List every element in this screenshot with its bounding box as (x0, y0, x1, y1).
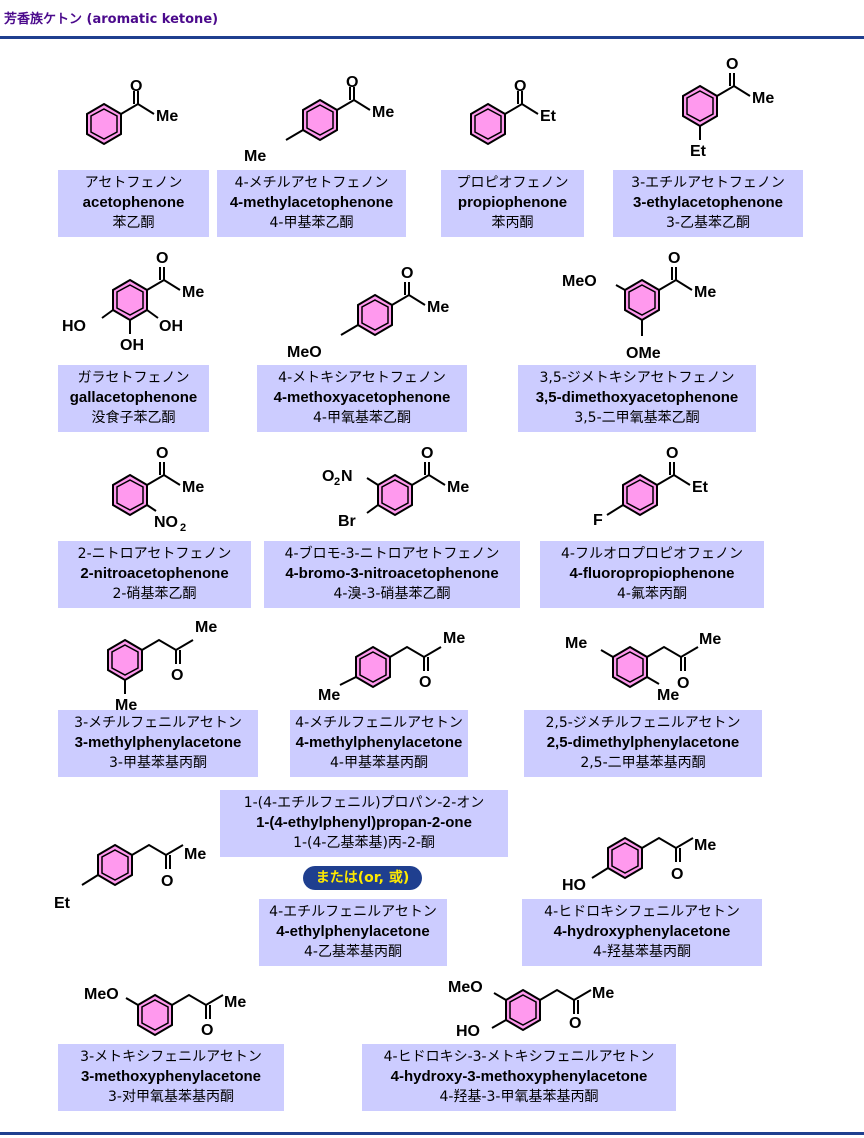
svg-text:O: O (171, 667, 183, 684)
svg-text:HO: HO (456, 1023, 480, 1040)
svg-text:Et: Et (54, 895, 71, 912)
svg-text:Me: Me (182, 284, 204, 301)
svg-text:Me: Me (115, 697, 137, 714)
svg-text:Me: Me (184, 846, 206, 863)
structure-4-fluoropropiophenone: O Et F (593, 445, 709, 529)
svg-text:Me: Me (195, 619, 217, 636)
svg-text:O: O (666, 445, 678, 462)
svg-text:Me: Me (592, 985, 614, 1002)
structure-gallacetophenone: O Me OH HO OH (62, 250, 204, 354)
svg-text:Me: Me (318, 687, 340, 704)
svg-text:Me: Me (244, 148, 266, 165)
structure-4-ethylphenylacetone: Me O Et (54, 843, 206, 912)
svg-text:Et: Et (690, 143, 707, 160)
svg-text:MeO: MeO (562, 273, 597, 290)
svg-text:Br: Br (338, 513, 356, 530)
svg-text:OH: OH (120, 337, 144, 354)
svg-text:O: O (346, 74, 358, 91)
svg-text:O: O (668, 250, 680, 267)
svg-text:O: O (201, 1022, 213, 1039)
structure-2-5-dimethylphenylacetone: Me O Me Me (565, 631, 721, 704)
svg-text:HO: HO (562, 877, 586, 894)
structure-4-methylphenylacetone: Me O Me (318, 630, 465, 704)
page-title: 芳香族ケトン (aromatic ketone) (4, 12, 219, 27)
svg-text:2: 2 (180, 522, 186, 534)
structure-3-methoxyphenylacetone: Me O MeO (84, 986, 246, 1039)
svg-text:Me: Me (752, 90, 774, 107)
svg-text:O: O (677, 675, 689, 692)
svg-text:N: N (341, 468, 353, 485)
header-divider (0, 36, 864, 39)
svg-text:Me: Me (182, 479, 204, 496)
svg-text:O: O (156, 445, 168, 462)
structure-4-methoxyacetophenone: O Me MeO (287, 265, 449, 361)
svg-text:O: O (322, 468, 334, 485)
structure-3-methylphenylacetone: Me O Me (107, 619, 217, 714)
svg-text:O: O (156, 250, 168, 267)
svg-text:Me: Me (694, 284, 716, 301)
svg-text:Me: Me (372, 104, 394, 121)
structure-propiophenone: O Et (470, 78, 557, 146)
svg-text:MeO: MeO (448, 979, 483, 996)
structure-acetophenone: O Me (86, 78, 178, 146)
svg-text:Me: Me (224, 994, 246, 1011)
svg-text:Me: Me (447, 479, 469, 496)
svg-text:Me: Me (156, 108, 178, 125)
svg-text:Me: Me (565, 635, 587, 652)
structure-3-ethylacetophenone: O Me Et (682, 56, 774, 160)
svg-text:Me: Me (694, 837, 716, 854)
svg-text:OH: OH (159, 318, 183, 335)
svg-text:O: O (401, 265, 413, 282)
structure-3-5-dimethoxyacetophenone: O Me MeO OMe (562, 250, 716, 362)
svg-text:O: O (161, 873, 173, 890)
svg-text:OMe: OMe (626, 345, 661, 362)
or-connector-badge: または(or, 或) (303, 866, 422, 890)
svg-text:NO: NO (154, 514, 178, 531)
svg-text:O: O (419, 674, 431, 691)
svg-text:Me: Me (443, 630, 465, 647)
svg-text:O: O (671, 866, 683, 883)
svg-text:2: 2 (334, 476, 340, 488)
structure-4-hydroxy-3-methoxyphenylacetone: Me O MeO HO (448, 979, 614, 1040)
structure-4-methylacetophenone: O Me Me (244, 74, 394, 165)
svg-text:O: O (569, 1015, 581, 1032)
svg-text:Et: Et (692, 479, 709, 496)
svg-text:O: O (130, 78, 142, 95)
footer-divider (0, 1132, 864, 1135)
svg-text:Me: Me (699, 631, 721, 648)
svg-text:O: O (726, 56, 738, 73)
svg-text:HO: HO (62, 318, 86, 335)
svg-text:MeO: MeO (84, 986, 119, 1003)
svg-text:MeO: MeO (287, 344, 322, 361)
svg-text:Me: Me (657, 687, 679, 704)
structure-4-hydroxyphenylacetone: Me O HO (562, 836, 716, 894)
svg-text:O: O (421, 445, 433, 462)
svg-text:Et: Et (540, 108, 557, 125)
svg-text:Me: Me (427, 299, 449, 316)
svg-text:F: F (593, 512, 603, 529)
svg-text:O: O (514, 78, 526, 95)
